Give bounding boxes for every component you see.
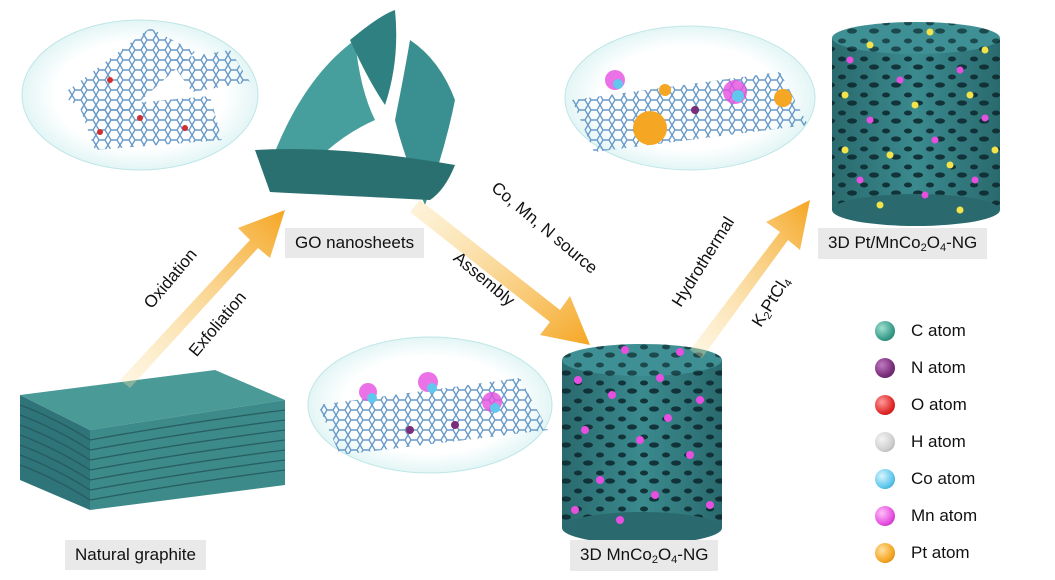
pt-sub2: 4 <box>939 242 947 254</box>
pt-prefix: 3D Pt/MnCo <box>828 233 921 252</box>
go-label-text: GO nanosheets <box>295 233 415 252</box>
h-atom-dot <box>875 431 895 452</box>
legend-label-co: Co atom <box>911 468 976 488</box>
mnco-mid: O <box>657 545 672 564</box>
atom-legend: C atom N atom O atom H atom Co atom Mn a… <box>875 312 1045 571</box>
go-nanosheets-graphic <box>255 10 455 205</box>
pt-inset-bubble <box>564 25 816 171</box>
natural-graphite-label: Natural graphite <box>65 540 206 570</box>
pt-suffix: -NG <box>946 233 978 252</box>
c-atom-dot <box>875 320 895 341</box>
natural-graphite-block <box>19 370 286 510</box>
arrow-hydrothermal <box>690 200 810 358</box>
legend-item-co: Co atom <box>875 460 1045 497</box>
go-inset-bubble <box>21 19 259 171</box>
pt-mid: O <box>926 233 940 252</box>
pt-mnco-label: 3D Pt/MnCo2O4-NG <box>818 228 988 259</box>
legend-item-mn: Mn atom <box>875 497 1045 534</box>
co-atom-dot <box>875 468 895 489</box>
legend-label-o: O atom <box>911 394 967 414</box>
legend-label-pt: Pt atom <box>911 542 970 562</box>
pt-atom-dot <box>875 542 895 563</box>
arrow-oxidation-exfoliation <box>120 210 285 388</box>
legend-item-o: O atom <box>875 386 1045 423</box>
natural-graphite-text: Natural graphite <box>75 545 196 564</box>
go-nanosheets-label: GO nanosheets <box>285 228 425 258</box>
mnco-prefix: 3D MnCo <box>580 545 652 564</box>
mnco-cylinder <box>562 344 722 544</box>
legend-item-h: H atom <box>875 423 1045 460</box>
legend-item-pt: Pt atom <box>875 534 1045 571</box>
mn-atom-dot <box>875 505 895 526</box>
mnco-sub2: 4 <box>671 554 678 566</box>
mnco-suffix: -NG <box>677 545 709 564</box>
legend-label-mn: Mn atom <box>911 505 978 525</box>
legend-item-n: N atom <box>875 349 1045 386</box>
o-atom-dot <box>875 394 895 415</box>
arrow-assembly <box>410 200 590 345</box>
n-atom-dot <box>875 357 895 378</box>
mnco-inset-bubble <box>307 336 553 474</box>
legend-label-h: H atom <box>911 431 966 451</box>
legend-label-n: N atom <box>911 357 966 377</box>
mnco-sub1: 2 <box>651 554 658 566</box>
pt-sub1: 2 <box>920 242 927 254</box>
legend-label-c: C atom <box>911 320 966 340</box>
mnco-label: 3D MnCo2O4-NG <box>570 540 719 571</box>
legend-item-c: C atom <box>875 312 1045 349</box>
pt-cylinder <box>832 22 1000 226</box>
